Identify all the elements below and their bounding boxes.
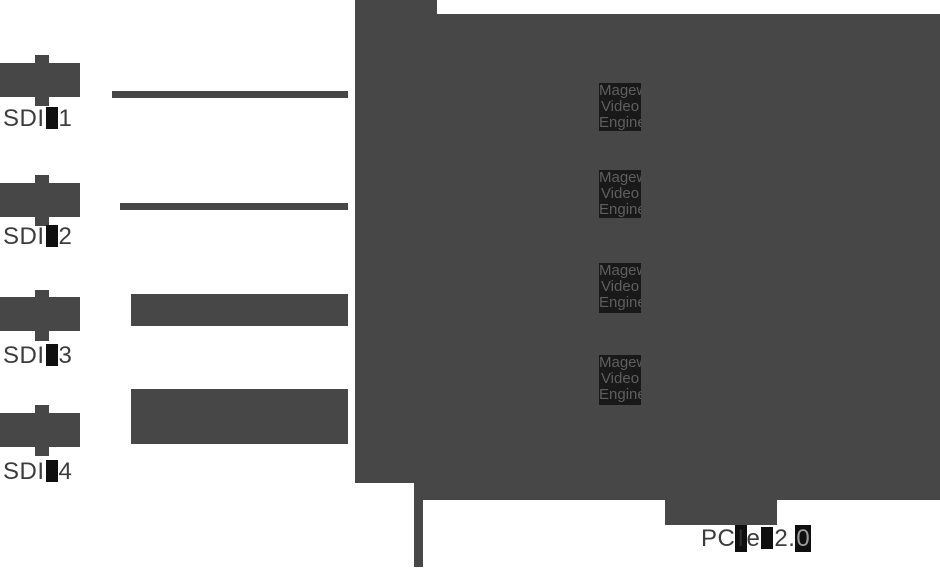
- label-highlight-block: [45, 107, 58, 129]
- sdi-3-label: SDI 3: [3, 344, 72, 368]
- signal-line-sdi-2: [120, 203, 348, 210]
- engine-text-line: Engine: [599, 201, 641, 218]
- engine-text-line: Magewell: [599, 355, 641, 371]
- chip-top-tab: [355, 0, 437, 14]
- bnc-connector-body: [0, 297, 80, 331]
- engine-text-line: Engine: [599, 294, 641, 311]
- sdi-2-label: SDI 2: [3, 225, 72, 249]
- engine-text-line: Video: [600, 185, 640, 202]
- video-engine-block-2: Magewell Video Engine: [599, 170, 641, 218]
- chip-bottom-bar: [414, 483, 423, 567]
- sdi-1-label-number: 1: [58, 105, 73, 132]
- pcie-label-version: 2.: [774, 525, 796, 552]
- bnc-connector-body: [0, 413, 80, 447]
- engine-text-line: Engine: [599, 386, 641, 403]
- main-chip-block: [355, 14, 940, 500]
- signal-line-sdi-4: [131, 389, 348, 444]
- video-engine-block-1: Magewell Video Engine: [599, 83, 641, 131]
- label-highlight-block: [45, 344, 58, 366]
- bnc-connector-body: [0, 183, 80, 217]
- engine-text-line: Magewell: [599, 170, 641, 186]
- engine-text-line: Video: [600, 98, 640, 115]
- chip-bottom-left-notch: [355, 483, 414, 500]
- engine-text-line: Engine: [599, 114, 641, 131]
- video-engine-block-4: Magewell Video Engine: [599, 355, 641, 405]
- sdi-2-label-number: 2: [58, 223, 73, 250]
- engine-text-line: Video: [600, 370, 640, 387]
- engine-text-line: Magewell: [599, 83, 641, 99]
- engine-text-line: Magewell: [599, 263, 641, 279]
- sdi-3-label-number: 3: [58, 342, 73, 369]
- sdi-1-label-prefix: SDI: [3, 105, 45, 132]
- pcie-label: PCIe 2.0: [701, 525, 812, 552]
- sdi-3-label-prefix: SDI: [3, 342, 45, 369]
- pcie-label-zero-highlight: 0: [795, 525, 812, 552]
- pcie-label-i-highlight: I: [735, 525, 747, 552]
- pcie-label-pc: PC: [701, 525, 736, 552]
- sdi-4-label-number: 4: [58, 458, 73, 485]
- pcie-label-e: e: [746, 525, 761, 552]
- label-highlight-block: [761, 527, 774, 549]
- sdi-2-label-prefix: SDI: [3, 223, 45, 250]
- engine-text-line: Video: [600, 278, 640, 295]
- label-highlight-block: [45, 460, 58, 482]
- sdi-1-label: SDI 1: [3, 107, 72, 131]
- signal-line-sdi-3: [131, 294, 348, 326]
- signal-line-sdi-1: [112, 91, 348, 98]
- sdi-4-label-prefix: SDI: [3, 458, 45, 485]
- bnc-connector-body: [0, 63, 80, 97]
- label-highlight-block: [45, 225, 58, 247]
- sdi-4-label: SDI 4: [3, 460, 72, 484]
- video-engine-block-3: Magewell Video Engine: [599, 263, 641, 313]
- pcie-connector-tab: [665, 500, 777, 525]
